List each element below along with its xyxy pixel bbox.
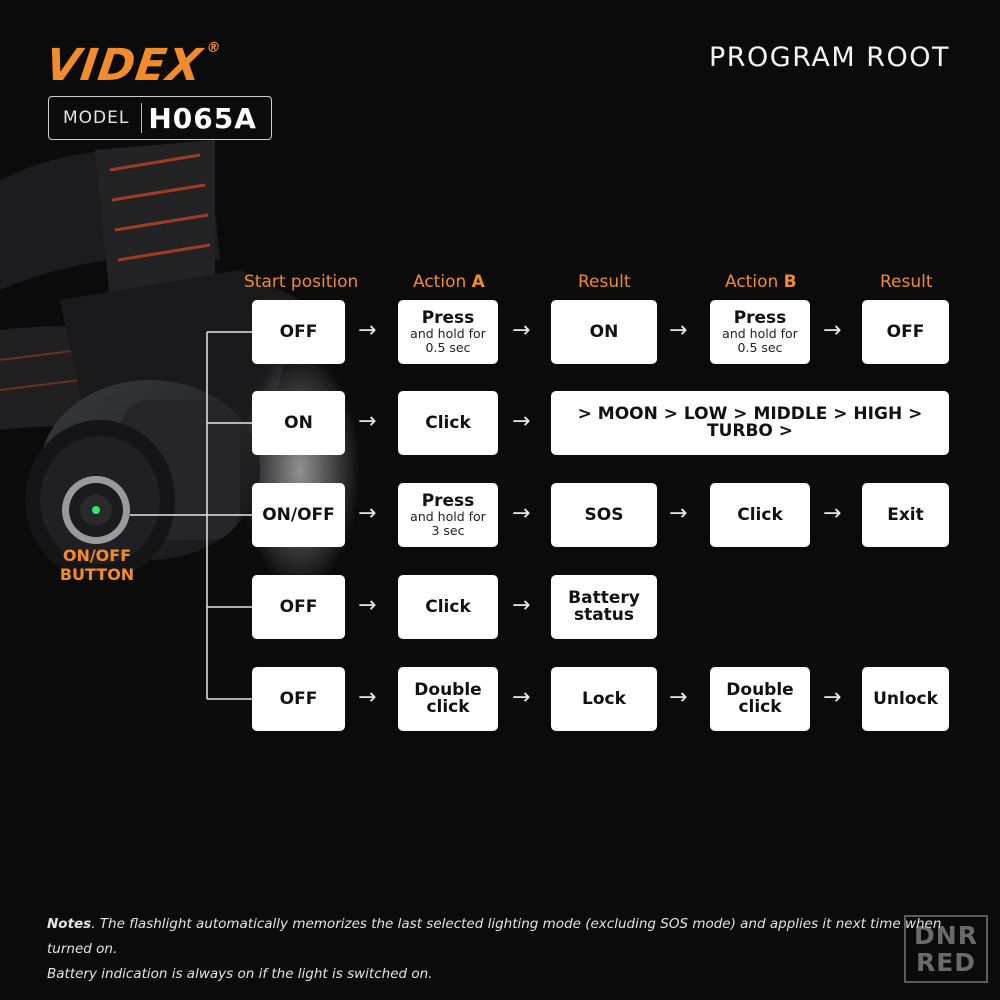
row5-result-1-box: Lock xyxy=(551,667,657,731)
videx-logo: VIDEX® xyxy=(42,40,223,91)
row4-result-1-box: Battery status xyxy=(551,575,657,639)
row3-action-a-box: Press and hold for 3 sec xyxy=(398,483,498,547)
arrow-icon: → xyxy=(512,685,531,710)
arrow-icon: → xyxy=(669,685,688,710)
model-divider xyxy=(141,103,143,133)
row1-action-a-box: Press and hold for 0.5 sec xyxy=(398,300,498,364)
row5-action-b-box: Double click xyxy=(710,667,810,731)
column-header-start: Start position xyxy=(244,272,359,292)
arrow-icon: → xyxy=(358,685,377,710)
row1-result-2-box: OFF xyxy=(862,300,949,364)
arrow-icon: → xyxy=(358,593,377,618)
row4-start-box: OFF xyxy=(252,575,345,639)
column-header-result-1: Result xyxy=(578,272,631,292)
arrow-icon: → xyxy=(512,409,531,434)
arrow-icon: → xyxy=(669,501,688,526)
arrow-icon: → xyxy=(823,501,842,526)
row3-result-1-box: SOS xyxy=(551,483,657,547)
row3-action-b-box: Click xyxy=(710,483,810,547)
row1-result-1-box: ON xyxy=(551,300,657,364)
watermark: DNR RED xyxy=(904,915,988,983)
model-badge: MODEL H065A xyxy=(48,96,272,140)
page-title: PROGRAM ROOT xyxy=(709,42,950,73)
arrow-icon: → xyxy=(358,501,377,526)
row5-start-box: OFF xyxy=(252,667,345,731)
row2-mode-cycle-box: > MOON > LOW > MIDDLE > HIGH > TURBO > xyxy=(551,391,949,455)
row3-start-box: ON/OFF xyxy=(252,483,345,547)
row2-start-box: ON xyxy=(252,391,345,455)
row1-start-box: OFF xyxy=(252,300,345,364)
notes: Notes. The flashlight automatically memo… xyxy=(47,916,942,982)
on-off-button-label: ON/OFF BUTTON xyxy=(59,546,135,584)
model-label: MODEL xyxy=(63,108,130,128)
column-header-action-b: Action B xyxy=(725,272,797,292)
arrow-icon: → xyxy=(823,318,842,343)
row2-action-a-box: Click xyxy=(398,391,498,455)
row5-action-a-box: Double click xyxy=(398,667,498,731)
row4-action-a-box: Click xyxy=(398,575,498,639)
model-value: H065A xyxy=(148,101,257,135)
arrow-icon: → xyxy=(358,409,377,434)
arrow-icon: → xyxy=(512,318,531,343)
row5-result-2-box: Unlock xyxy=(862,667,949,731)
row3-result-2-box: Exit xyxy=(862,483,949,547)
arrow-icon: → xyxy=(823,685,842,710)
arrow-icon: → xyxy=(512,501,531,526)
arrow-icon: → xyxy=(358,318,377,343)
arrow-icon: → xyxy=(669,318,688,343)
column-header-result-2: Result xyxy=(880,272,933,292)
row1-action-b-box: Press and hold for 0.5 sec xyxy=(710,300,810,364)
arrow-icon: → xyxy=(512,593,531,618)
column-header-action-a: Action A xyxy=(413,272,485,292)
